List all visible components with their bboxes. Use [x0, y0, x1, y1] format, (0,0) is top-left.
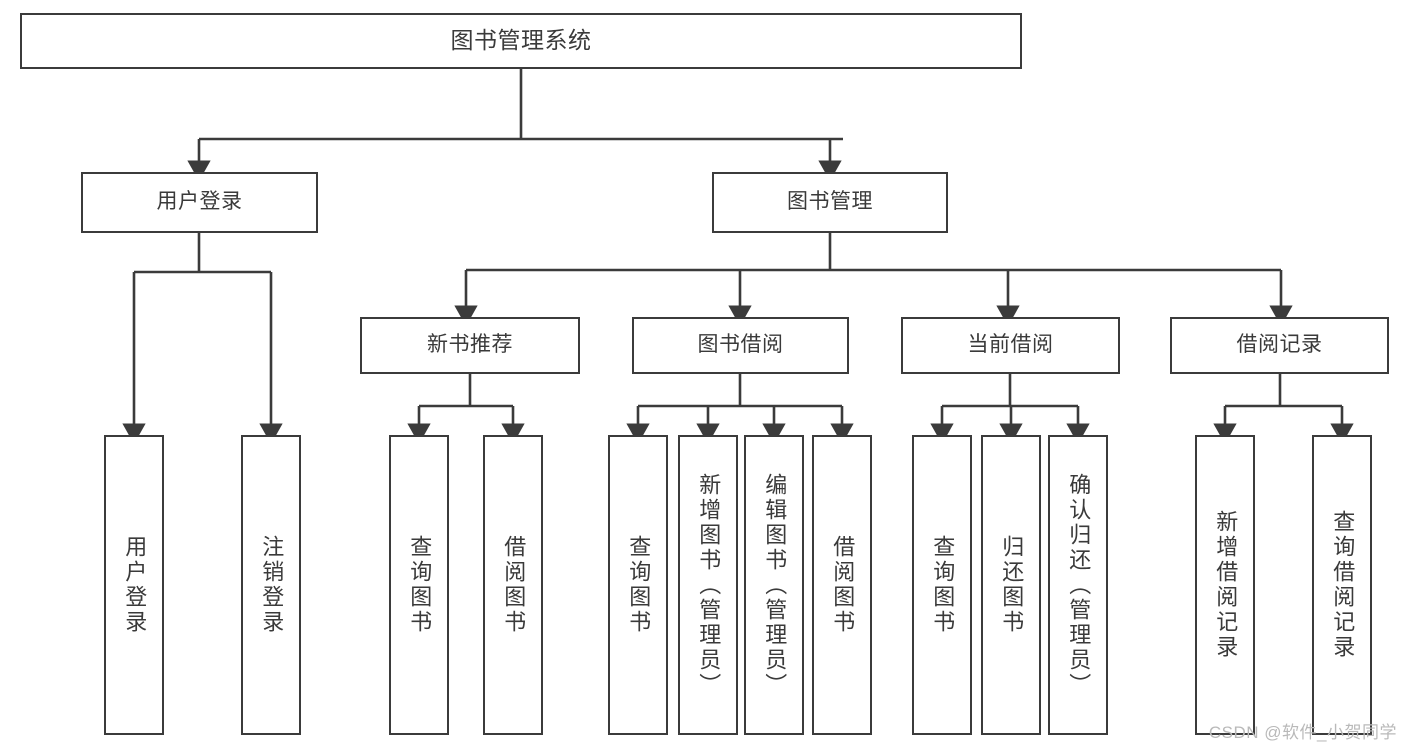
node-leaf-add-record[interactable]: 新增借阅记录: [1195, 435, 1255, 735]
node-leaf-logout-label: 注销登录: [259, 535, 285, 635]
node-leaf-logout[interactable]: 注销登录: [241, 435, 301, 735]
node-leaf-user-login[interactable]: 用户登录: [104, 435, 164, 735]
node-user-login-label: 用户登录: [156, 190, 243, 214]
node-leaf-return-book-label: 归还图书: [999, 535, 1025, 635]
node-leaf-borrow-book-2[interactable]: 借阅图书: [812, 435, 872, 735]
node-leaf-query-book-1[interactable]: 查询图书: [389, 435, 449, 735]
node-new-book-rec-label: 新书推荐: [427, 333, 513, 357]
node-leaf-borrow-book-1[interactable]: 借阅图书: [483, 435, 543, 735]
node-leaf-query-book-3-label: 查询图书: [930, 535, 956, 635]
node-leaf-query-record-label: 查询借阅记录: [1330, 510, 1356, 660]
node-leaf-confirm-return-label: 确认归还（管理员）: [1066, 472, 1092, 698]
node-borrow-record[interactable]: 借阅记录: [1170, 317, 1389, 374]
node-leaf-edit-book[interactable]: 编辑图书（管理员）: [744, 435, 804, 735]
node-book-manage[interactable]: 图书管理: [712, 172, 948, 233]
node-current-borrow[interactable]: 当前借阅: [901, 317, 1120, 374]
node-leaf-add-book-label: 新增图书（管理员）: [696, 472, 722, 698]
node-borrow-record-label: 借阅记录: [1236, 333, 1323, 357]
node-leaf-user-login-label: 用户登录: [122, 535, 148, 635]
node-leaf-borrow-book-1-label: 借阅图书: [501, 535, 527, 635]
node-current-borrow-label: 当前借阅: [967, 333, 1054, 357]
watermark: CSDN @软件_小贺同学: [1208, 723, 1397, 742]
node-leaf-return-book[interactable]: 归还图书: [981, 435, 1041, 735]
node-user-login[interactable]: 用户登录: [81, 172, 318, 233]
node-leaf-query-book-2[interactable]: 查询图书: [608, 435, 668, 735]
node-leaf-confirm-return[interactable]: 确认归还（管理员）: [1048, 435, 1108, 735]
node-book-borrow[interactable]: 图书借阅: [632, 317, 849, 374]
node-book-borrow-label: 图书借阅: [697, 333, 784, 357]
node-leaf-add-book[interactable]: 新增图书（管理员）: [678, 435, 738, 735]
node-new-book-rec[interactable]: 新书推荐: [360, 317, 580, 374]
node-root-label: 图书管理系统: [450, 27, 592, 54]
node-leaf-add-record-label: 新增借阅记录: [1213, 510, 1239, 660]
node-root[interactable]: 图书管理系统: [20, 13, 1022, 69]
node-leaf-edit-book-label: 编辑图书（管理员）: [762, 472, 788, 698]
node-book-manage-label: 图书管理: [787, 190, 873, 214]
node-leaf-query-record[interactable]: 查询借阅记录: [1312, 435, 1372, 735]
node-leaf-borrow-book-2-label: 借阅图书: [830, 535, 856, 635]
node-leaf-query-book-2-label: 查询图书: [626, 535, 652, 635]
node-leaf-query-book-3[interactable]: 查询图书: [912, 435, 972, 735]
node-leaf-query-book-1-label: 查询图书: [407, 535, 433, 635]
